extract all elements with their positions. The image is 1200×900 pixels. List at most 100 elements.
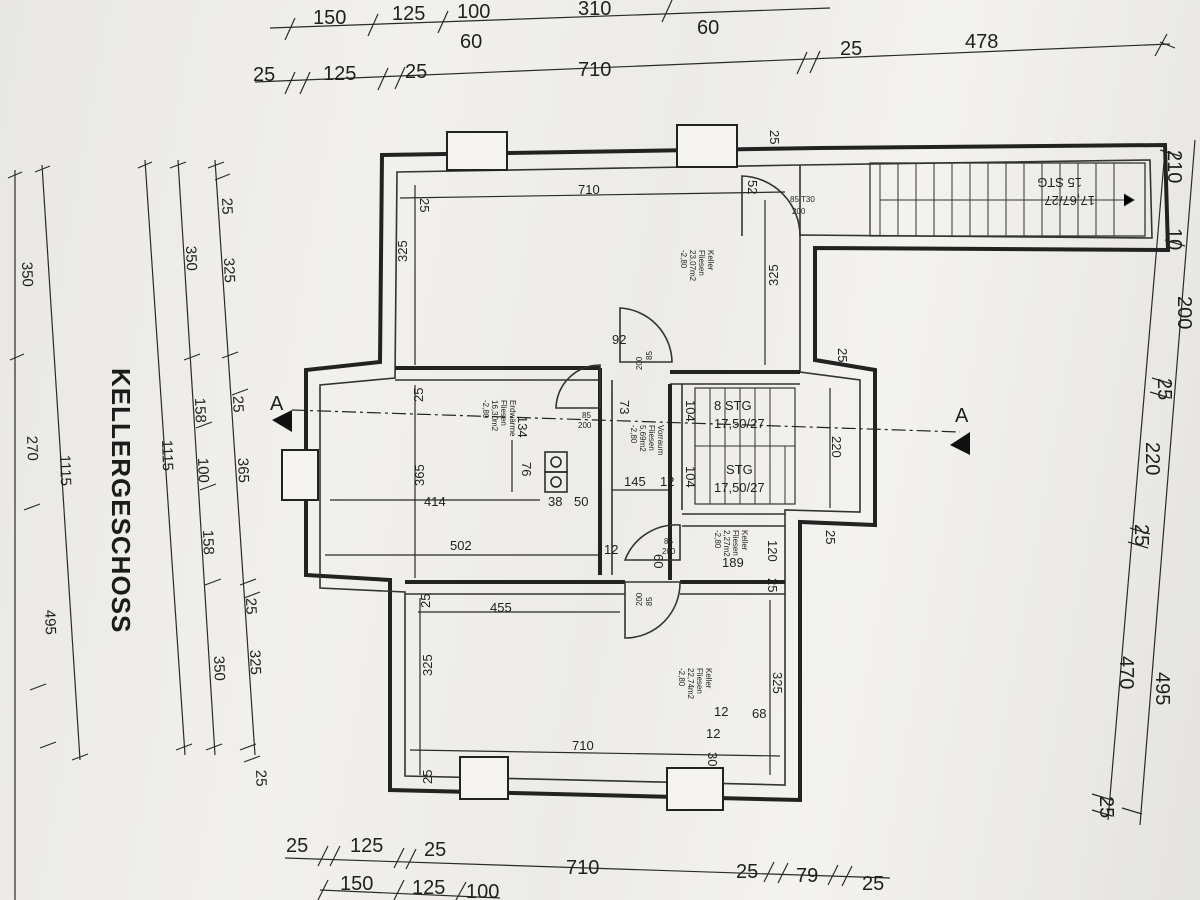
right-dim-25a: 25: [1153, 378, 1175, 400]
bottom-dim-100: 100: [466, 881, 499, 900]
left-dimension-lines: [7, 159, 261, 900]
inner-12-a: 12: [660, 474, 674, 489]
svg-text:Fliesen: Fliesen: [731, 530, 740, 556]
top-dim-60: 60: [460, 31, 482, 53]
left-c-365: 365: [234, 458, 252, 484]
inner-52: 52: [745, 180, 760, 194]
left-c-25a: 25: [218, 198, 236, 215]
inner-25-g: 25: [765, 578, 780, 592]
door-4-width: 85: [645, 597, 654, 606]
right-partial-210: 210: [1163, 150, 1185, 183]
inner-200: 200: [792, 207, 806, 216]
bottom-dim-25b: 25: [424, 839, 446, 861]
svg-text:Keller: Keller: [706, 250, 715, 271]
svg-text:Fliesen: Fliesen: [695, 668, 704, 694]
svg-text:-2,80: -2,80: [629, 425, 638, 444]
svg-text:Keller: Keller: [704, 668, 713, 689]
left-b-100: 100: [194, 458, 212, 484]
svg-text:Keller: Keller: [740, 530, 749, 551]
left-b-158b: 158: [199, 530, 217, 556]
left-c-325b: 325: [246, 650, 264, 676]
top-dim-25c: 25: [840, 38, 862, 60]
inner-414: 414: [424, 494, 446, 509]
inner-92: 92: [612, 332, 626, 347]
bottom-dim-125b: 125: [412, 877, 445, 899]
inner-38: 38: [548, 494, 562, 509]
svg-text:23,07m2: 23,07m2: [688, 250, 697, 282]
top-dim-60b: 60: [697, 17, 719, 39]
inner-12-d: 12: [706, 726, 720, 741]
inner-60: 60: [651, 554, 666, 568]
svg-text:Fliesen: Fliesen: [697, 250, 706, 276]
right-dim-200: 200: [1173, 296, 1195, 329]
right-dim-25c: 25: [1095, 796, 1117, 818]
lower-stair-ratio: 17,50/27: [714, 480, 765, 495]
right-dim-25b: 25: [1130, 524, 1152, 546]
inner-710-bottom: 710: [572, 738, 594, 753]
inner-220: 220: [829, 436, 844, 458]
inner-50: 50: [574, 494, 588, 509]
left-c-25b: 25: [229, 396, 247, 413]
boiler-symbols: [544, 451, 568, 493]
inner-68: 68: [752, 706, 766, 721]
inner-25-f: 25: [823, 530, 838, 544]
main-stair-ratio: 17,67/27: [1044, 193, 1095, 208]
room-vorraum: Vorraum Fliesen 5,69m2 -2,80: [629, 425, 665, 456]
upper-stair-ratio: 17,50/27: [714, 416, 765, 431]
bottom-dim-710: 710: [566, 857, 599, 879]
left-b-350b: 350: [210, 656, 228, 682]
svg-text:16,30m2: 16,30m2: [490, 400, 499, 432]
inner-25-a: 25: [411, 388, 426, 402]
left-c-325a: 325: [220, 258, 238, 284]
right-dim-470: 470: [1115, 656, 1137, 689]
svg-text:5,69m2: 5,69m2: [638, 425, 647, 452]
inner-325-left-top: 325: [395, 240, 410, 262]
inner-134: 134: [515, 416, 530, 438]
left-b-158a: 158: [191, 398, 209, 424]
door-3-width: 85: [664, 537, 673, 546]
inner-145: 145: [624, 474, 646, 489]
bottom-dim-25d: 25: [862, 873, 884, 895]
bottom-dim-25c: 25: [736, 861, 758, 883]
room-keller-bottom: Keller Fliesen 22,74m2 -2,80: [677, 668, 713, 700]
inner-455: 455: [490, 600, 512, 615]
svg-text:22,74m2: 22,74m2: [686, 668, 695, 700]
inner-73: 73: [617, 400, 632, 414]
door-3-height: 200: [662, 547, 676, 556]
svg-text:Fliesen: Fliesen: [499, 400, 508, 426]
lower-stair-count: STG: [726, 462, 753, 477]
bottom-dimension-lines: [284, 845, 891, 900]
right-dim-220: 220: [1141, 442, 1163, 475]
top-dim-100: 100: [457, 1, 490, 23]
top-dim-478: 478: [965, 31, 998, 53]
door-1-height: 200: [635, 356, 644, 370]
drawing-title: KELLERGESCHOSS: [106, 368, 136, 633]
inner-325-right-bot: 325: [770, 672, 785, 694]
top-dim-25a: 25: [253, 64, 275, 86]
door-1-width: 85: [645, 351, 654, 360]
inner-12-c: 12: [714, 704, 728, 719]
door-4-height: 200: [635, 592, 644, 606]
room-keller-small: Keller Fliesen 2,27m2 -2,80: [713, 530, 749, 557]
bottom-dim-79: 79: [796, 865, 818, 887]
inner-120: 120: [765, 540, 780, 562]
svg-text:2,27m2: 2,27m2: [722, 530, 731, 557]
svg-text:-2,80: -2,80: [677, 668, 686, 687]
top-dim-150: 150: [313, 7, 346, 29]
top-dim-25b: 25: [405, 61, 427, 83]
bottom-dim-125a: 125: [350, 835, 383, 857]
inner-25-h: 25: [417, 198, 432, 212]
upper-stair-count: 8 STG: [714, 398, 752, 413]
inner-325-right-top: 325: [766, 264, 781, 286]
inner-dimension-lines: [325, 185, 831, 775]
section-marker-right: A: [955, 405, 969, 427]
inner-stairs: [694, 387, 796, 505]
left-a-270: 270: [23, 436, 41, 462]
inner-25-e: 25: [835, 348, 850, 362]
left-a-495: 495: [41, 610, 59, 636]
door-swings: [555, 175, 801, 639]
left-b-1115: 1115: [158, 440, 176, 472]
top-dim-710: 710: [578, 59, 611, 81]
inner-104-a: 104: [683, 400, 698, 422]
